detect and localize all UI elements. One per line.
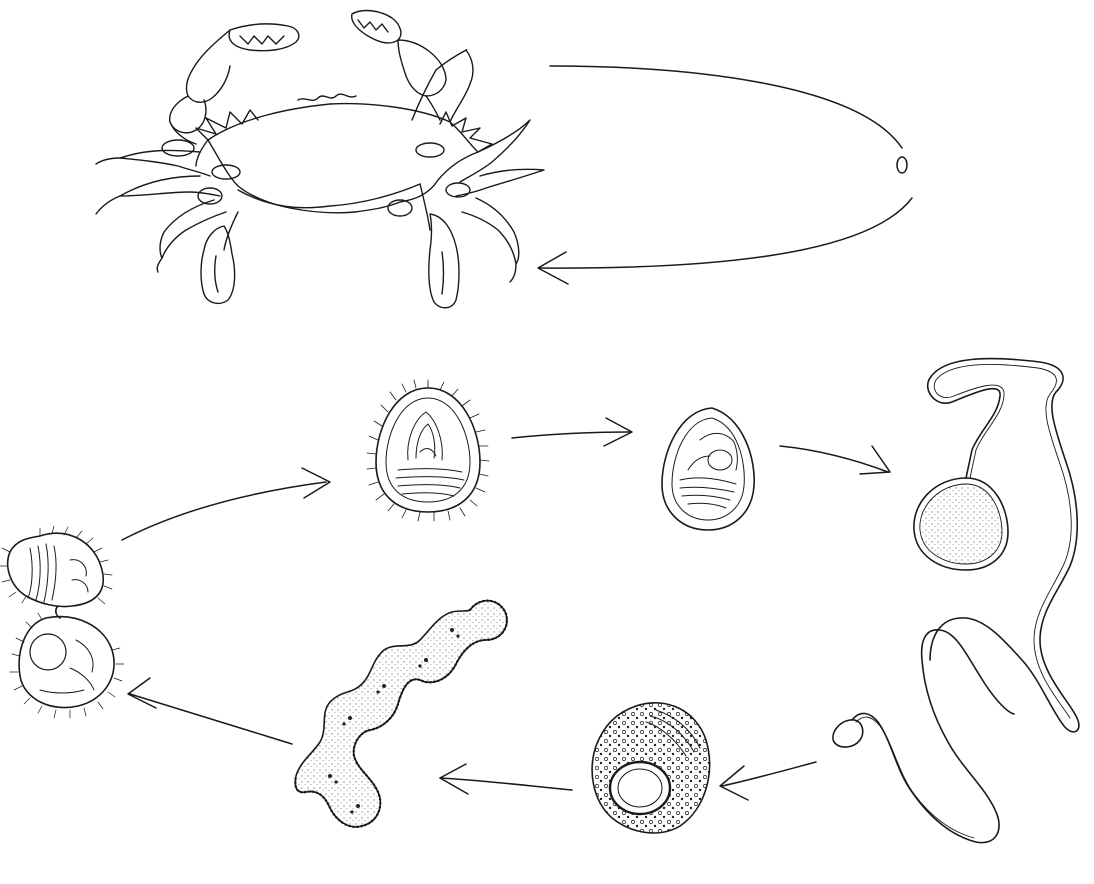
arrow-crab-to-spore [550,66,902,148]
arrow-stage2-to-stage3 [512,418,632,446]
ovoid-spore-icon [897,157,907,173]
dividing-cell-pair-icon [0,526,124,718]
ciliated-egg-cell-icon [367,380,489,521]
arrow-spore-to-crab [538,198,912,284]
crab-icon [96,11,544,308]
arrow-stage6-to-stage7 [440,764,572,794]
arrow-stage8-to-stage2 [122,468,330,540]
granular-round-cell-icon [592,703,709,833]
arrow-stage5-to-stage6 [720,762,816,800]
flagellated-cell-icon [914,359,1079,732]
arrow-stage3-to-stage4 [780,446,890,474]
arrow-stage7-to-stage8 [128,678,292,744]
encysted-cell-icon [662,408,754,530]
cilia [367,380,489,521]
small-flagellate-icon [833,630,1014,843]
plasmodium-chain-icon [295,601,507,827]
